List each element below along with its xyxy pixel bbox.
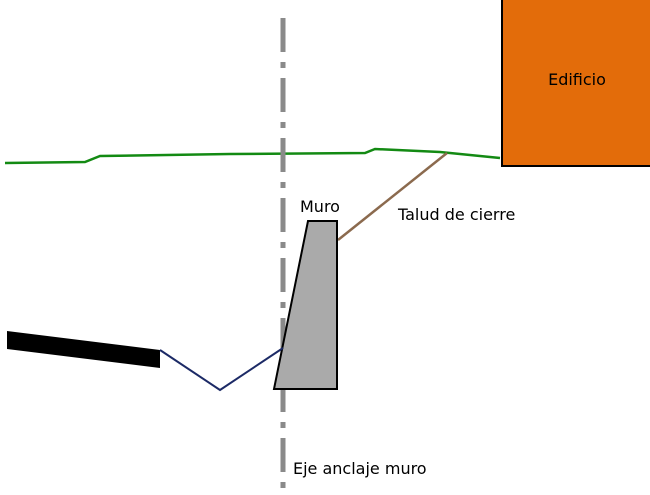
anchor-cable bbox=[159, 347, 284, 392]
ground-line bbox=[4, 147, 501, 165]
closing-slope-label: Talud de cierre bbox=[397, 205, 515, 224]
building bbox=[501, 0, 650, 167]
anchor-slab bbox=[7, 331, 160, 368]
closing-slope-line bbox=[337, 152, 448, 241]
anchor-axis-label: Eje anclaje muro bbox=[293, 459, 427, 478]
building-label: Edificio bbox=[548, 70, 606, 89]
wall-label: Muro bbox=[300, 197, 340, 216]
wall bbox=[272, 220, 338, 390]
